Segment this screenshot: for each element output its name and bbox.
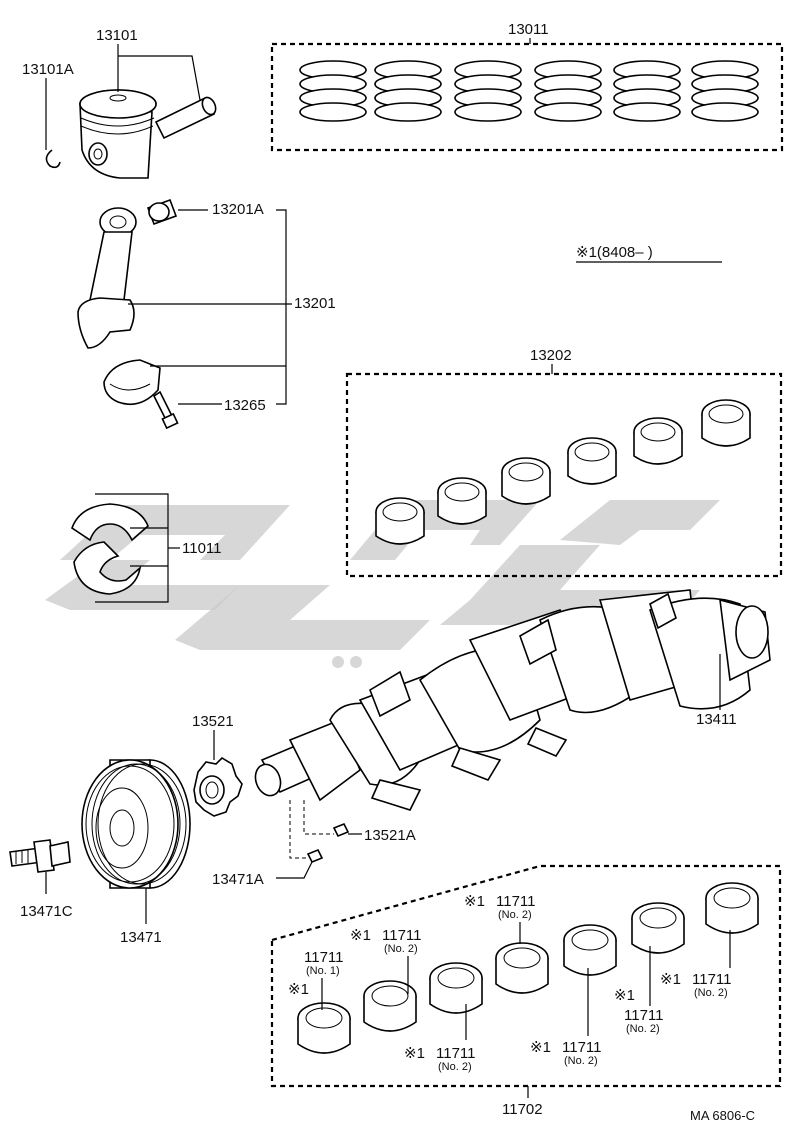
piston-pin[interactable]	[154, 95, 218, 140]
rod-bearing-box	[345, 372, 783, 578]
label-bolt: 13471C	[20, 903, 73, 920]
crankshaft-pulley[interactable]	[81, 759, 191, 889]
bearing-label-2: ※1 11711 (No. 2)	[350, 927, 422, 994]
bearing-2-mark: ※1	[350, 927, 371, 944]
label-piston-pin-clip: 13101A	[22, 61, 74, 78]
label-crankshaft: 13411	[696, 711, 737, 728]
note-text: ※1(8408– )	[576, 244, 653, 261]
key-a[interactable]	[332, 822, 350, 838]
timing-gear[interactable]	[193, 756, 243, 817]
label-timing-gear: 13521	[192, 713, 234, 730]
bearing-4-mark: ※1	[464, 893, 485, 910]
bearing-2-sub: (No. 2)	[384, 943, 418, 955]
connecting-rod-bolt[interactable]	[152, 390, 179, 430]
bearing-7-sub: (No. 2)	[694, 987, 728, 999]
bearing-1-sub: (No. 1)	[306, 965, 340, 977]
label-key-b: 13471A	[212, 871, 264, 888]
connecting-rod[interactable]	[77, 207, 137, 349]
bearing-5-sub: (No. 2)	[564, 1055, 598, 1067]
connecting-rod-cap[interactable]	[103, 359, 161, 406]
connecting-rod-bushing[interactable]	[146, 198, 178, 226]
bearing-label-7: ※1 11711 (No. 2)	[660, 930, 732, 999]
label-rod-bearing: 13202	[530, 347, 572, 364]
label-key-a: 13521A	[364, 827, 416, 844]
piston-ring-group[interactable]	[299, 60, 759, 122]
piston[interactable]	[79, 89, 157, 179]
label-piston: 13101	[96, 27, 138, 44]
bearing-2-number: 11711	[382, 927, 422, 944]
crankshaft[interactable]	[251, 589, 771, 811]
leader-rod-bracket	[276, 209, 287, 405]
bearing-label-5: ※1 11711 (No. 2)	[530, 968, 602, 1067]
bearing-1-number: 11711	[304, 949, 344, 966]
label-pulley: 13471	[120, 929, 162, 946]
label-thrust-washer: 11011	[182, 540, 222, 557]
label-ring-set: 13011	[508, 21, 549, 38]
label-connecting-rod: 13201	[294, 295, 336, 312]
bearing-3-number: 11711	[436, 1045, 476, 1062]
bearing-7-number: 11711	[692, 971, 732, 988]
thrust-washer-leaders	[130, 527, 168, 567]
leader-key-b	[276, 861, 313, 879]
leader-piston-pin	[118, 55, 201, 101]
bearing-label-1: 11711 (No. 1) ※1	[288, 949, 344, 1010]
bearing-label-4: ※1 11711 (No. 2)	[464, 893, 536, 944]
bearing-label-6: ※1 11711 (No. 2)	[614, 946, 664, 1035]
bearing-3-mark: ※1	[404, 1045, 425, 1062]
diagram-code: MA 6806-C	[690, 1108, 755, 1123]
thrust-washer-group[interactable]	[71, 503, 149, 595]
bearing-label-3: ※1 11711 (No. 2)	[404, 1004, 476, 1073]
label-main-bearing: 11702	[502, 1101, 543, 1118]
piston-pin-clip[interactable]	[45, 149, 61, 169]
bearing-5-mark: ※1	[530, 1039, 551, 1056]
bearing-7-mark: ※1	[660, 971, 681, 988]
rod-bearing-group[interactable]	[375, 399, 751, 545]
bearing-3-sub: (No. 2)	[438, 1061, 472, 1073]
bearing-5-number: 11711	[562, 1039, 602, 1056]
pulley-bolt[interactable]	[9, 839, 71, 873]
bearing-6-sub: (No. 2)	[626, 1023, 660, 1035]
label-bushing: 13201A	[212, 201, 264, 218]
key-b[interactable]	[306, 848, 324, 864]
bearing-1-mark: ※1	[288, 981, 309, 998]
bearing-6-number: 11711	[624, 1007, 664, 1024]
main-bearing-group[interactable]	[297, 882, 759, 1054]
main-bearing-box	[270, 864, 782, 1088]
ring-set-box	[270, 42, 784, 152]
bearing-4-number: 11711	[496, 893, 536, 910]
bearing-6-mark: ※1	[614, 987, 635, 1004]
key-leaders	[289, 800, 334, 859]
bearing-4-sub: (No. 2)	[498, 909, 532, 921]
label-rod-bolt: 13265	[224, 397, 266, 414]
